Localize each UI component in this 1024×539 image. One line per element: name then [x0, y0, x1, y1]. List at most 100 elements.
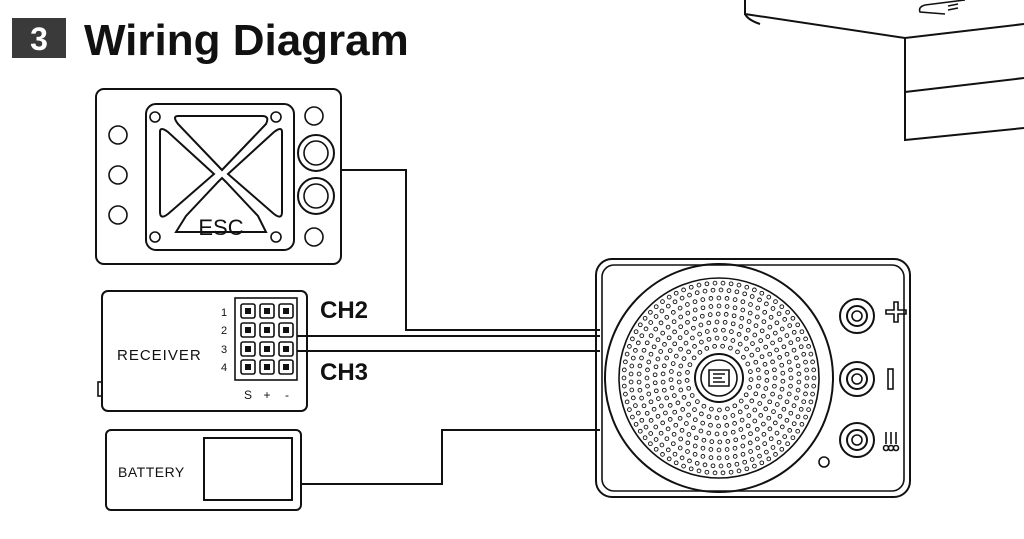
grille-hole [758, 338, 764, 343]
grille-hole [749, 398, 755, 404]
grille-hole [786, 391, 792, 397]
grille-hole [761, 393, 766, 399]
grille-hole [777, 413, 783, 419]
grille-hole [664, 355, 670, 361]
grille-hole [639, 333, 645, 339]
grille-hole [685, 319, 690, 325]
grille-hole [658, 349, 664, 354]
grille-hole [748, 377, 754, 382]
grille-hole [677, 305, 683, 311]
grille-hole [772, 420, 778, 426]
grille-hole [672, 341, 678, 347]
grille-hole [621, 367, 627, 373]
grille-hole [747, 310, 753, 316]
grille-hole [648, 399, 654, 405]
grille-hole [755, 347, 761, 353]
grille-hole [639, 395, 644, 401]
grille-hole [726, 463, 732, 468]
grille-hole [767, 426, 773, 432]
grille-hole [761, 421, 766, 427]
vent-icon [947, 3, 959, 11]
grille-hole [653, 326, 659, 332]
minus-button[interactable] [839, 361, 875, 397]
grille-hole [795, 414, 801, 420]
grille-hole [642, 435, 648, 441]
grille-hole [766, 415, 772, 421]
grille-hole [759, 290, 765, 296]
grille-hole [794, 355, 799, 361]
grille-hole [774, 430, 780, 436]
grille-hole [635, 340, 641, 346]
step-number: 3 [30, 21, 48, 57]
grille-hole [810, 359, 815, 365]
grille-hole [811, 375, 817, 381]
grille-hole [791, 421, 797, 427]
grille-hole [677, 415, 683, 421]
grille-hole [659, 403, 664, 409]
grille-hole [755, 305, 761, 311]
grille-hole [716, 447, 722, 453]
grille-hole [660, 371, 666, 377]
mode-button[interactable] [839, 422, 875, 458]
grille-hole [795, 322, 801, 328]
grille-hole [790, 315, 796, 321]
grille-hole [779, 304, 785, 310]
grille-hole [764, 301, 769, 307]
grille-hole [686, 412, 691, 418]
plus-button[interactable] [839, 298, 875, 334]
grille-hole [678, 387, 684, 393]
grille-hole [779, 446, 785, 452]
grille-hole [752, 332, 758, 338]
grille-hole [704, 281, 710, 287]
grille-hole [653, 364, 659, 370]
grille-hole [779, 424, 785, 430]
grille-hole [621, 383, 627, 389]
grille-hole [772, 383, 777, 389]
grille-hole [671, 319, 677, 325]
grille-hole [642, 315, 648, 321]
grille-hole [700, 454, 706, 459]
step-badge [12, 18, 66, 58]
grille-hole [704, 469, 710, 475]
grille-hole [734, 461, 740, 467]
grille-hole [772, 367, 777, 373]
grille-hole [692, 451, 698, 457]
grille-hole [806, 344, 811, 349]
grille-hole [686, 385, 692, 391]
grille-hole [728, 345, 733, 351]
grille-hole [695, 399, 700, 404]
grille-hole [679, 427, 685, 433]
grille-hole [688, 466, 694, 472]
grille-hole [808, 351, 814, 357]
receiver-pin-contact [245, 346, 251, 352]
grille-hole [724, 447, 730, 452]
grille-hole [786, 359, 792, 365]
grille-hole [653, 388, 659, 394]
grille-hole [740, 451, 746, 457]
grille-hole [806, 407, 811, 412]
grille-hole [724, 455, 730, 460]
grille-hole [722, 431, 728, 437]
grille-hole [732, 297, 738, 302]
grille-hole [811, 367, 817, 373]
grille-hole [704, 329, 710, 334]
grille-hole [776, 311, 782, 317]
grille-hole [787, 323, 793, 328]
grille-hole [699, 313, 705, 319]
grille-hole [662, 342, 667, 347]
grille-hole [670, 310, 676, 315]
grille-hole [659, 308, 665, 314]
grille-hole [728, 281, 734, 287]
grille-hole [686, 401, 691, 407]
grille-hole [768, 436, 774, 442]
receiver-pin-contact [283, 327, 289, 333]
grille-hole [702, 288, 708, 294]
grille-hole [702, 462, 708, 468]
grille-hole [623, 391, 628, 397]
grille-hole [764, 378, 770, 383]
grille-hole [643, 424, 649, 430]
grille-hole [774, 347, 779, 353]
grille-hole [688, 284, 694, 290]
grille-hole [803, 359, 808, 365]
grille-hole [639, 355, 644, 361]
